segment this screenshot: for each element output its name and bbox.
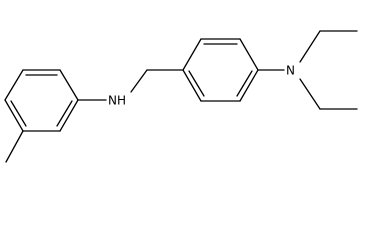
nh-ch2-bond — [130, 69, 148, 93]
molecular-structure: NH N — [4, 30, 358, 163]
nh-atom-label: NH — [108, 94, 126, 108]
ring2-bond-left-top — [182, 38, 202, 71]
ring2-bond-right-bottom — [239, 69, 259, 102]
n-atom-label: N — [286, 64, 295, 78]
ring2-double-right — [236, 70, 253, 97]
methyl-bond — [5, 130, 24, 163]
ring2-double-left — [188, 70, 205, 97]
ring1-bond-top-left — [4, 69, 24, 101]
ethyl-lower-bond-1 — [299, 78, 321, 110]
ring1-double-bottom-left — [10, 100, 27, 127]
ring1-bond-top-right — [59, 69, 79, 101]
ring2-bond-left-bottom — [182, 69, 202, 102]
aniline-ring — [182, 38, 259, 102]
ring2-bond-right-top — [239, 38, 259, 71]
ethyl-upper-bond-1 — [299, 30, 321, 63]
ring1-bond-bottom-left — [4, 99, 24, 132]
ring1-double-bottom-right — [56, 100, 73, 127]
ring1-bond-bottom-right — [59, 99, 79, 132]
tolyl-ring — [4, 69, 79, 132]
